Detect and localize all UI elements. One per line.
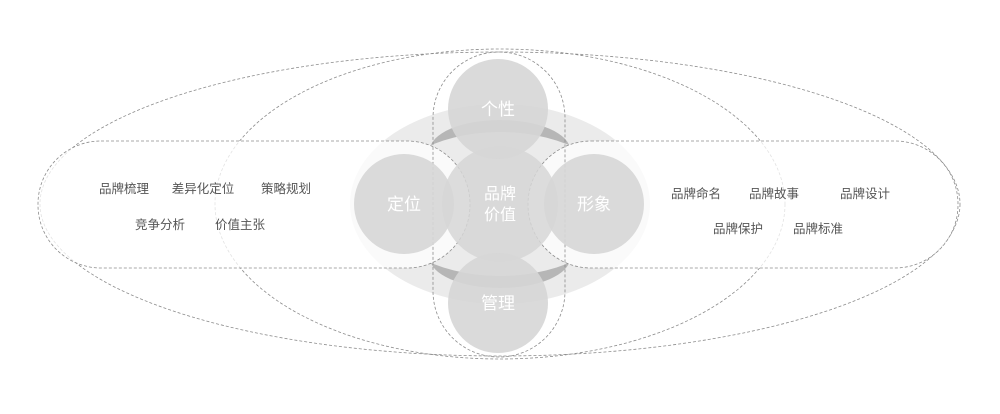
- top-circle: [448, 59, 548, 159]
- right-circle: [544, 154, 644, 254]
- center-label-line2: 价值: [484, 205, 516, 224]
- bottom-node-label: 管理: [481, 294, 515, 314]
- center-label-line1: 品牌: [484, 184, 516, 203]
- right-item: 品牌故事: [749, 186, 799, 201]
- left-node-label: 定位: [387, 195, 421, 215]
- bottom-circle: [448, 253, 548, 353]
- right-item: 品牌保护: [713, 221, 763, 236]
- left-item: 价值主张: [215, 217, 266, 232]
- left-item: 品牌梳理: [99, 181, 150, 196]
- outer-dashed-ellipse: [39, 51, 961, 357]
- left-item: 竞争分析: [135, 217, 185, 232]
- right-item: 品牌命名: [671, 186, 721, 201]
- left-item: 策略规划: [261, 181, 311, 196]
- center-circle: [442, 146, 558, 262]
- left-item: 差异化定位: [172, 181, 235, 196]
- left-circle: [354, 154, 454, 254]
- right-item: 品牌设计: [840, 186, 890, 201]
- right-item: 品牌标准: [793, 221, 843, 236]
- right-node-label: 形象: [577, 195, 611, 215]
- top-node-label: 个性: [481, 100, 515, 120]
